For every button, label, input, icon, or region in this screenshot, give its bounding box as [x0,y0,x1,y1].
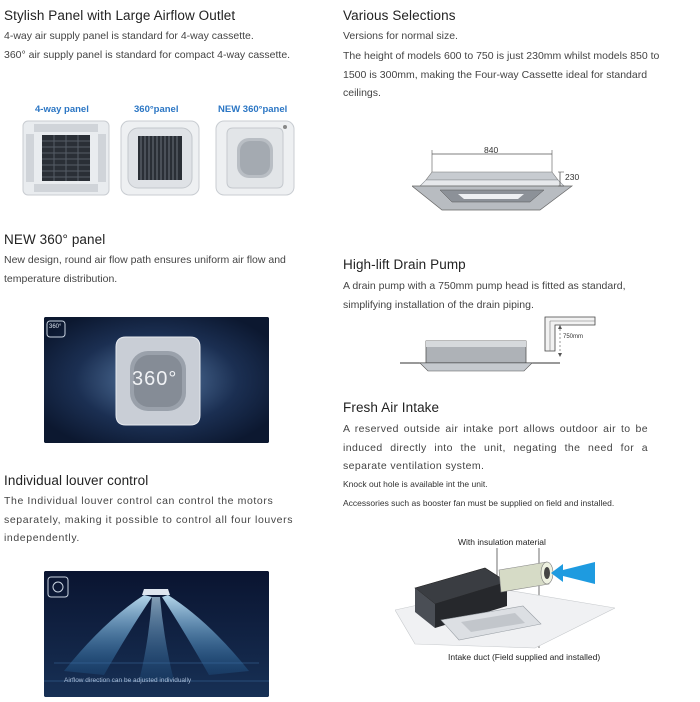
louver-caption: Airflow direction can be adjusted indivi… [64,677,192,684]
three-sixty-panel-image [120,120,200,196]
various-line2: The height of models 600 to 750 is just … [343,50,660,99]
stylish-title: Stylish Panel with Large Airflow Outlet [4,8,236,23]
cassette-height-label: 230 [565,172,580,182]
new-three-sixty-panel-image [215,120,295,196]
fresh-label-insulation: With insulation material [458,537,546,547]
fresh-title: Fresh Air Intake [343,400,440,415]
cassette-dimension-diagram [412,142,592,214]
fresh-label-duct: Intake duct (Field supplied and installe… [448,652,601,662]
panel-label-new360: NEW 360°panel [218,104,288,115]
drain-height-label: 750mm [563,334,584,340]
new360-image: 360° 360° [44,317,269,443]
various-line1: Versions for normal size. [343,30,458,42]
new360-badge-text: 360° [49,324,62,330]
pump-desc: A drain pump with a 750mm pump head is f… [343,280,626,311]
fresh-note1: Knock out hole is available int the unit… [343,479,488,489]
four-way-panel-image [22,120,110,196]
new360-overlay-text: 360° [132,368,178,390]
fresh-air-intake-diagram [395,548,615,652]
fresh-desc: A reserved outside air intake port allow… [343,423,648,472]
louver-image: Airflow direction can be adjusted indivi… [44,571,269,697]
fresh-note2: Accessories such as booster fan must be … [343,498,615,508]
stylish-line2: 360° air supply panel is standard for co… [4,49,291,61]
pump-title: High-lift Drain Pump [343,257,466,272]
louver-desc: The Individual louver control can contro… [4,495,294,544]
new360-desc: New design, round air flow path ensures … [4,254,286,285]
drain-pump-diagram [400,313,600,375]
panel-label-4way: 4-way panel [35,104,89,115]
various-title: Various Selections [343,8,456,23]
panel-label-360: 360°panel [134,104,179,115]
cassette-width-label: 840 [484,145,499,155]
stylish-line1: 4-way air supply panel is standard for 4… [4,30,254,42]
new360-title: NEW 360° panel [4,232,106,247]
louver-title: Individual louver control [4,473,149,488]
